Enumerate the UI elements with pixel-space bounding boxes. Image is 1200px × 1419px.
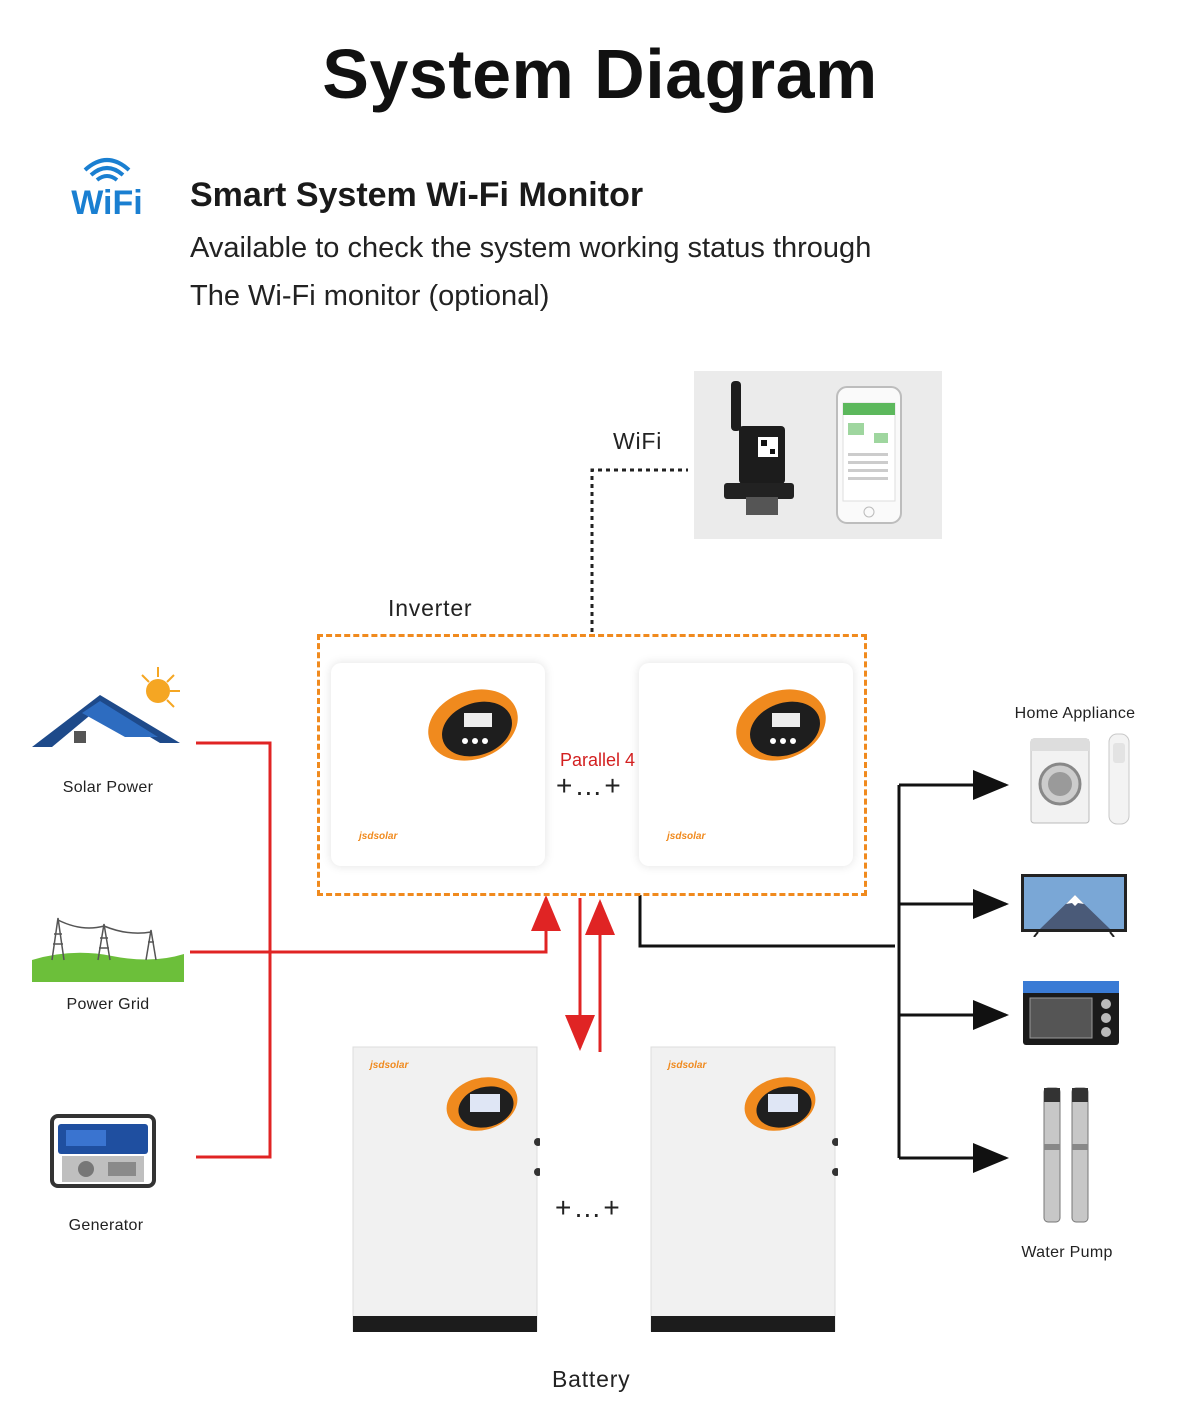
power-grid-icon — [32, 917, 184, 982]
power-grid-label: Power Grid — [66, 996, 150, 1013]
oven-icon — [1023, 981, 1119, 1045]
solar-roof-icon — [32, 667, 180, 747]
wifi-label: WiFi — [613, 428, 663, 454]
wifi-dongle-and-phone-icon — [724, 381, 902, 524]
inverter-group-border — [317, 634, 867, 896]
inverter-connector: +…+ — [556, 770, 623, 801]
wifi-logo-text: WiFi — [71, 184, 142, 220]
inverter-label: Inverter — [388, 595, 473, 621]
grid-line — [190, 895, 561, 954]
description-line-2: The Wi-Fi monitor (optional) — [190, 280, 550, 312]
oven — [1022, 980, 1120, 1046]
inverter-1-brand: jsdsolar — [359, 831, 398, 842]
wifi-module-panel — [694, 371, 942, 539]
inverter-display-icon — [428, 689, 518, 761]
wifi-icon: WiFi — [71, 158, 143, 222]
battery-cabinet-icon — [352, 1046, 542, 1332]
battery-cabinet-icon — [650, 1046, 840, 1332]
washing-machine-icon — [1030, 738, 1090, 824]
wifi-link-line — [590, 468, 688, 632]
inverter-unit-1: jsdsolar — [331, 663, 545, 866]
output-line — [638, 895, 895, 948]
generator-icon — [50, 1114, 156, 1188]
inverter-2-brand: jsdsolar — [667, 831, 706, 842]
water-pump-icon — [1043, 1087, 1089, 1223]
power-grid-source — [32, 910, 184, 982]
inverter-display-icon — [736, 689, 826, 761]
wifi-logo: WiFi — [60, 150, 155, 222]
battery-1-brand: jsdsolar — [370, 1060, 409, 1071]
battery-unit-2: jsdsolar — [650, 1046, 840, 1332]
air-conditioner-icon — [1108, 733, 1130, 825]
page-title: System Diagram — [322, 35, 878, 113]
solar-power-source — [30, 665, 190, 755]
battery-2-brand: jsdsolar — [668, 1060, 707, 1071]
solar-power-label: Solar Power — [62, 779, 154, 796]
battery-unit-1: jsdsolar — [352, 1046, 542, 1332]
generator-label: Generator — [68, 1217, 144, 1234]
home-appliance-label: Home Appliance — [1014, 705, 1136, 722]
water-pump-label: Water Pump — [1021, 1244, 1113, 1261]
wifi-monitor-heading: Smart System Wi-Fi Monitor — [190, 176, 644, 214]
solar-line — [196, 741, 272, 1159]
parallel-label: Parallel 4 — [560, 750, 636, 770]
description-line-1: Available to check the system working st… — [190, 232, 872, 264]
washing-machine — [1030, 738, 1090, 824]
inverter-unit-2: jsdsolar — [639, 663, 853, 866]
generator-source — [46, 1112, 160, 1194]
television-icon — [1021, 874, 1127, 938]
air-conditioner — [1108, 733, 1130, 825]
water-pump — [1040, 1084, 1092, 1226]
battery-connector: +…+ — [555, 1192, 622, 1223]
battery-label: Battery — [552, 1366, 631, 1392]
television — [1020, 873, 1128, 938]
